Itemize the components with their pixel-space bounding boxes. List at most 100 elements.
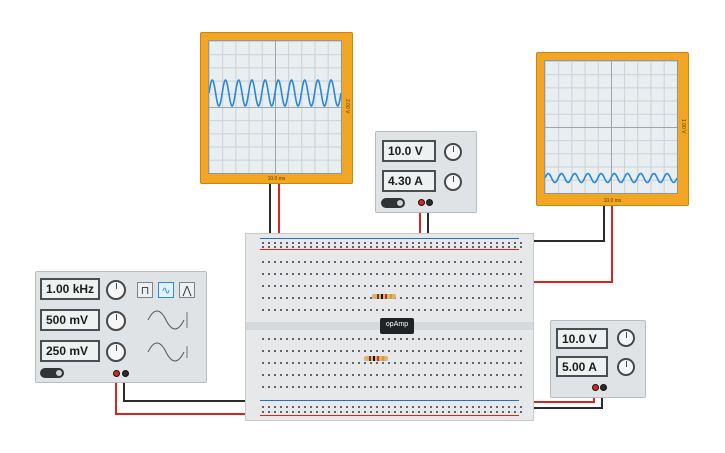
resistor-top[interactable] [372,294,396,299]
breadboard-hole[interactable] [292,242,294,244]
breadboard-hole[interactable] [376,350,378,352]
breadboard-hole[interactable] [406,285,408,287]
breadboard-hole[interactable] [502,246,504,248]
breadboard-hole[interactable] [472,273,474,275]
breadboard-hole[interactable] [448,285,450,287]
breadboard-hole[interactable] [442,297,444,299]
breadboard-hole[interactable] [352,297,354,299]
breadboard-hole[interactable] [304,273,306,275]
breadboard-hole[interactable] [340,309,342,311]
breadboard-hole[interactable] [262,273,264,275]
breadboard-hole[interactable] [430,350,432,352]
breadboard-hole[interactable] [322,350,324,352]
breadboard-hole[interactable] [400,338,402,340]
breadboard-hole[interactable] [316,386,318,388]
supply-right-current-knob[interactable] [617,358,635,376]
breadboard-hole[interactable] [406,411,408,413]
breadboard-hole[interactable] [466,285,468,287]
breadboard-hole[interactable] [466,246,468,248]
breadboard-hole[interactable] [394,338,396,340]
breadboard-hole[interactable] [280,273,282,275]
supply-top-current-knob[interactable] [444,173,462,191]
breadboard-hole[interactable] [406,374,408,376]
breadboard-hole[interactable] [340,350,342,352]
breadboard-hole[interactable] [508,297,510,299]
breadboard-hole[interactable] [430,374,432,376]
breadboard-hole[interactable] [286,411,288,413]
breadboard-hole[interactable] [418,338,420,340]
breadboard-hole[interactable] [298,374,300,376]
breadboard-hole[interactable] [400,246,402,248]
breadboard-hole[interactable] [502,309,504,311]
supply-top-terminal-negative[interactable] [426,199,433,206]
breadboard-hole[interactable] [364,309,366,311]
breadboard-hole[interactable] [466,297,468,299]
breadboard-hole[interactable] [376,406,378,408]
breadboard-hole[interactable] [328,246,330,248]
breadboard-hole[interactable] [364,297,366,299]
breadboard-hole[interactable] [490,350,492,352]
breadboard-hole[interactable] [406,242,408,244]
breadboard-hole[interactable] [304,338,306,340]
breadboard-hole[interactable] [286,338,288,340]
breadboard-hole[interactable] [352,374,354,376]
breadboard-hole[interactable] [328,285,330,287]
breadboard-hole[interactable] [436,273,438,275]
breadboard-hole[interactable] [514,261,516,263]
breadboard-hole[interactable] [334,242,336,244]
breadboard-hole[interactable] [496,338,498,340]
breadboard-hole[interactable] [304,309,306,311]
breadboard-hole[interactable] [520,338,522,340]
breadboard-hole[interactable] [346,338,348,340]
breadboard-hole[interactable] [460,386,462,388]
breadboard-hole[interactable] [400,386,402,388]
breadboard-hole[interactable] [376,261,378,263]
breadboard-hole[interactable] [484,411,486,413]
breadboard-hole[interactable] [274,242,276,244]
breadboard-hole[interactable] [436,374,438,376]
breadboard-hole[interactable] [310,406,312,408]
breadboard-hole[interactable] [448,242,450,244]
breadboard-hole[interactable] [484,261,486,263]
breadboard-hole[interactable] [334,246,336,248]
breadboard-hole[interactable] [280,350,282,352]
breadboard-hole[interactable] [358,406,360,408]
breadboard-hole[interactable] [352,411,354,413]
breadboard-hole[interactable] [346,362,348,364]
breadboard-hole[interactable] [490,374,492,376]
breadboard-hole[interactable] [340,406,342,408]
breadboard-hole[interactable] [514,386,516,388]
breadboard-hole[interactable] [370,242,372,244]
breadboard-hole[interactable] [448,374,450,376]
breadboard-hole[interactable] [436,362,438,364]
breadboard-hole[interactable] [382,338,384,340]
breadboard-hole[interactable] [472,285,474,287]
breadboard-hole[interactable] [400,309,402,311]
breadboard-hole[interactable] [412,297,414,299]
breadboard-hole[interactable] [358,242,360,244]
breadboard-hole[interactable] [292,246,294,248]
breadboard-hole[interactable] [322,406,324,408]
breadboard-hole[interactable] [388,246,390,248]
breadboard-hole[interactable] [382,273,384,275]
breadboard-hole[interactable] [316,374,318,376]
breadboard-hole[interactable] [424,273,426,275]
breadboard-hole[interactable] [478,374,480,376]
breadboard-hole[interactable] [310,309,312,311]
breadboard-hole[interactable] [286,309,288,311]
breadboard-hole[interactable] [304,411,306,413]
fgen-offset-knob[interactable] [106,342,126,362]
breadboard-hole[interactable] [370,350,372,352]
breadboard-hole[interactable] [508,406,510,408]
breadboard-hole[interactable] [478,411,480,413]
breadboard-hole[interactable] [502,406,504,408]
breadboard-hole[interactable] [274,374,276,376]
breadboard-hole[interactable] [466,261,468,263]
breadboard-hole[interactable] [406,350,408,352]
breadboard-hole[interactable] [460,362,462,364]
breadboard-hole[interactable] [268,309,270,311]
breadboard-hole[interactable] [340,261,342,263]
breadboard-hole[interactable] [388,309,390,311]
breadboard-hole[interactable] [400,273,402,275]
breadboard-hole[interactable] [292,273,294,275]
